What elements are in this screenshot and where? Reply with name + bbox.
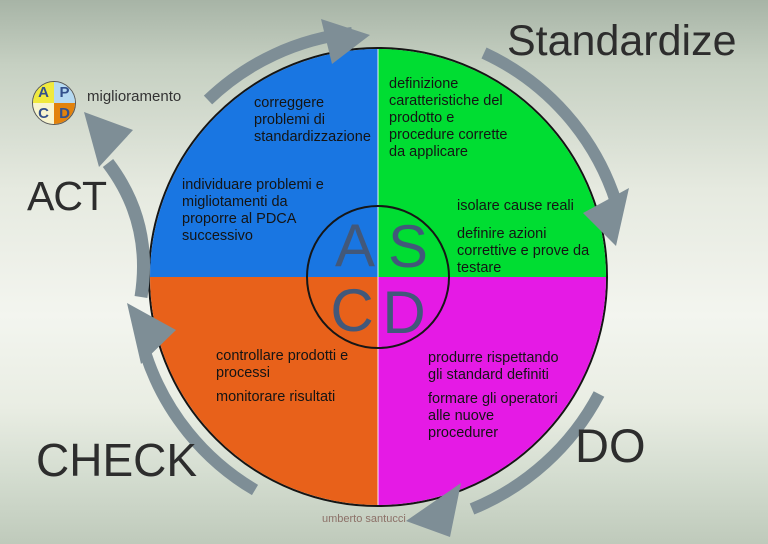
note-std-definizione: definizione caratteristiche del prodotto… bbox=[389, 76, 508, 161]
pdca-badge-icon: A P C D bbox=[32, 81, 76, 125]
note-do-produrre: produrre rispettando gli standard defini… bbox=[428, 350, 559, 384]
label-standardize: Standardize bbox=[507, 17, 737, 65]
center-ring bbox=[306, 205, 450, 349]
note-check-monitorare: monitorare risultati bbox=[216, 389, 336, 405]
label-do: DO bbox=[575, 419, 646, 472]
badge-letter-d: D bbox=[54, 103, 75, 124]
label-check: CHECK bbox=[36, 434, 198, 486]
note-std-isolare: isolare cause reali bbox=[457, 198, 574, 214]
center-letter-d: D bbox=[382, 279, 426, 346]
note-act-individuare: individuare problemi e migliotamenti da … bbox=[182, 177, 324, 245]
badge-letter-c: C bbox=[33, 103, 54, 124]
arrow-improvement-head bbox=[84, 112, 133, 167]
note-do-formare: formare gli operatori alle nuove procedu… bbox=[428, 391, 558, 442]
center-letter-a: A bbox=[334, 212, 376, 279]
center-letter-c: C bbox=[330, 277, 374, 344]
badge-letter-p: P bbox=[54, 82, 75, 103]
note-act-correggere: correggere problemi di standardizzazione bbox=[254, 95, 371, 146]
note-check-controllare: controllare prodotti e processi bbox=[216, 348, 349, 382]
badge-letter-a: A bbox=[33, 82, 54, 103]
label-miglioramento: miglioramento bbox=[87, 88, 182, 105]
center-letter-s: S bbox=[387, 213, 429, 280]
label-act: ACT bbox=[27, 173, 107, 219]
arrow-improvement-shaft bbox=[102, 159, 151, 299]
note-std-definire: definire azioni correttive e prove da te… bbox=[457, 226, 590, 277]
watermark: umberto santucci bbox=[322, 513, 406, 525]
